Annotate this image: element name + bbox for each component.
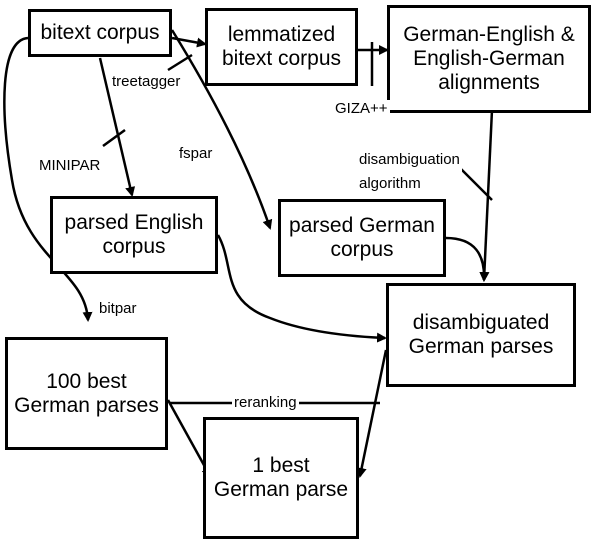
node-lemmatized-corpus: lemmatized bitext corpus — [205, 8, 358, 86]
minipar-tick — [102, 128, 126, 148]
label-giza: GIZA++ — [333, 100, 390, 117]
label-minipar: MINIPAR — [37, 157, 103, 174]
node-alignments: German-English & English-German alignmen… — [387, 5, 591, 113]
node-1-best: 1 best German parse — [203, 417, 359, 539]
label-reranking: reranking — [232, 394, 299, 411]
edge-bitext-to-parsed-english — [98, 57, 136, 197]
label-bitpar: bitpar — [97, 300, 139, 317]
edge-disambiguated-to-1best — [356, 349, 388, 478]
label-treetagger: treetagger — [110, 73, 183, 90]
node-disambiguated: disambiguated German parses — [386, 283, 576, 387]
label-fspar: fspar — [177, 145, 215, 162]
edge-bitext-to-100best — [3, 36, 93, 322]
node-bitext-corpus: bitext corpus — [28, 9, 172, 57]
edge-parsed-english-to-disambiguated — [216, 234, 387, 343]
disambiguation-pointer — [457, 165, 493, 201]
label-disambiguation: disambiguation algorithm — [357, 148, 462, 196]
treetagger-tick — [167, 53, 193, 72]
node-parsed-german: parsed German corpus — [278, 199, 446, 277]
node-100-best: 100 best German parses — [5, 337, 168, 450]
edge-parsed-german-to-disambiguated — [445, 236, 490, 282]
node-parsed-english: parsed English corpus — [50, 196, 218, 274]
